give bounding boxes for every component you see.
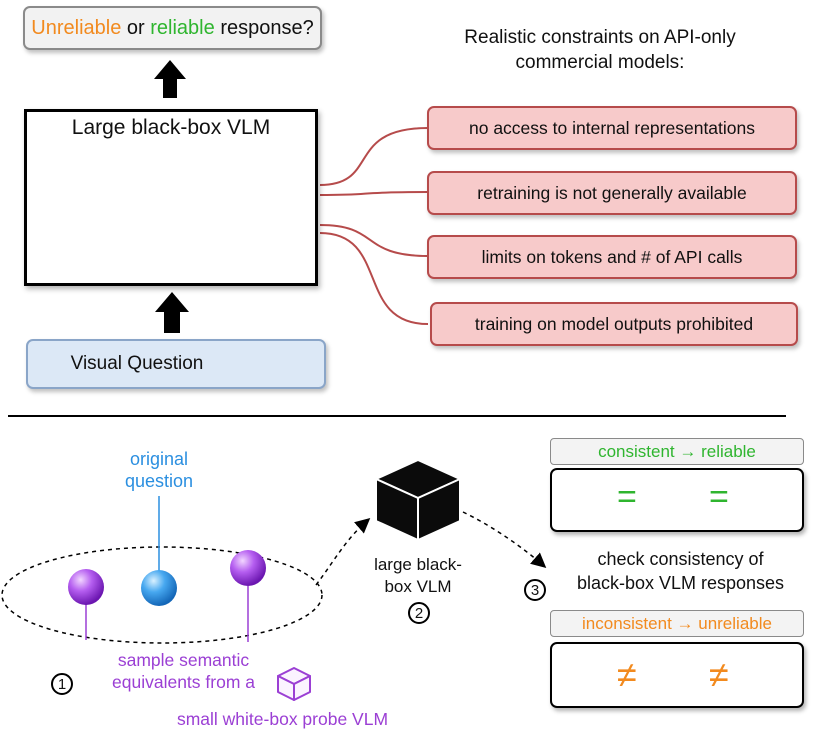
not-equals-sign-1: ≠ — [617, 654, 637, 695]
response-word: response? — [220, 16, 314, 39]
up-arrow-bottom — [155, 292, 189, 333]
constraint-item: limits on tokens and # of API calls — [427, 235, 797, 279]
consistent-panel — [550, 468, 804, 532]
constraint-item: no access to internal representations — [427, 106, 797, 150]
inconsistent-unreliable-label: inconsistent → unreliable — [550, 610, 804, 637]
visual-question-label: Visual Question — [70, 353, 204, 374]
visual-question-box: Visual Question — [26, 339, 326, 389]
constraints-title: Realistic constraints on API-only commer… — [430, 25, 770, 75]
consistent-reliable-label: consistent → reliable — [550, 438, 804, 465]
dashed-arrow-to-check — [462, 511, 547, 568]
check-line1: check consistency of — [597, 549, 764, 569]
large-vlm-bottom-line2: box VLM — [384, 577, 452, 596]
check-line2: black-box VLM responses — [576, 573, 785, 593]
sample-line1: sample semantic — [117, 650, 250, 670]
constraint-item: training on model outputs prohibited — [430, 302, 798, 346]
original-question-line2: question — [124, 471, 194, 491]
large-vlm-bottom-line1: large black- — [374, 555, 462, 574]
black-box-vlm-cube-icon — [373, 458, 463, 542]
original-question-line1: original — [129, 449, 189, 469]
or-word: or — [126, 16, 145, 39]
section-divider — [8, 415, 786, 417]
step-2-badge: 2 — [408, 602, 430, 624]
equals-sign-2: = — [709, 478, 729, 516]
constraint-connectors — [319, 127, 429, 325]
not-equals-sign-2: ≠ — [709, 654, 729, 695]
paraphrase-sphere-right — [230, 550, 266, 586]
original-question-label: original question — [99, 448, 219, 492]
paraphrase-sphere-left — [68, 569, 104, 605]
sample-equivalents-label: sample semantic equivalents from a — [96, 649, 271, 693]
large-vlm-title: Large black-box VLM — [71, 116, 271, 139]
dashed-arrow-to-vlm — [315, 518, 371, 586]
original-question-sphere — [141, 570, 177, 606]
unreliable-word: Unreliable — [31, 16, 122, 39]
step-3-badge: 3 — [524, 579, 546, 601]
reliable-word: reliable — [150, 16, 215, 39]
check-consistency-label: check consistency of black-box VLM respo… — [548, 547, 813, 595]
large-vlm-box — [24, 109, 318, 286]
probe-vlm-label: small white-box probe VLM — [176, 709, 389, 729]
constraint-item: retraining is not generally available — [427, 171, 797, 215]
equals-sign-1: = — [617, 478, 637, 516]
constraints-title-line1: Realistic constraints on API-only — [464, 27, 736, 48]
large-vlm-bottom-label: large black- box VLM — [348, 554, 488, 598]
semantic-equivalents-ellipse — [1, 546, 323, 644]
white-box-cube-icon — [277, 667, 311, 701]
inconsistent-panel — [550, 642, 804, 708]
response-question-box: Unreliable or reliable response? — [23, 6, 322, 50]
sample-line2: equivalents from a — [112, 672, 255, 692]
step-1-badge: 1 — [51, 673, 73, 695]
constraints-title-line2: commercial models: — [515, 52, 685, 73]
up-arrow-top — [154, 60, 186, 98]
